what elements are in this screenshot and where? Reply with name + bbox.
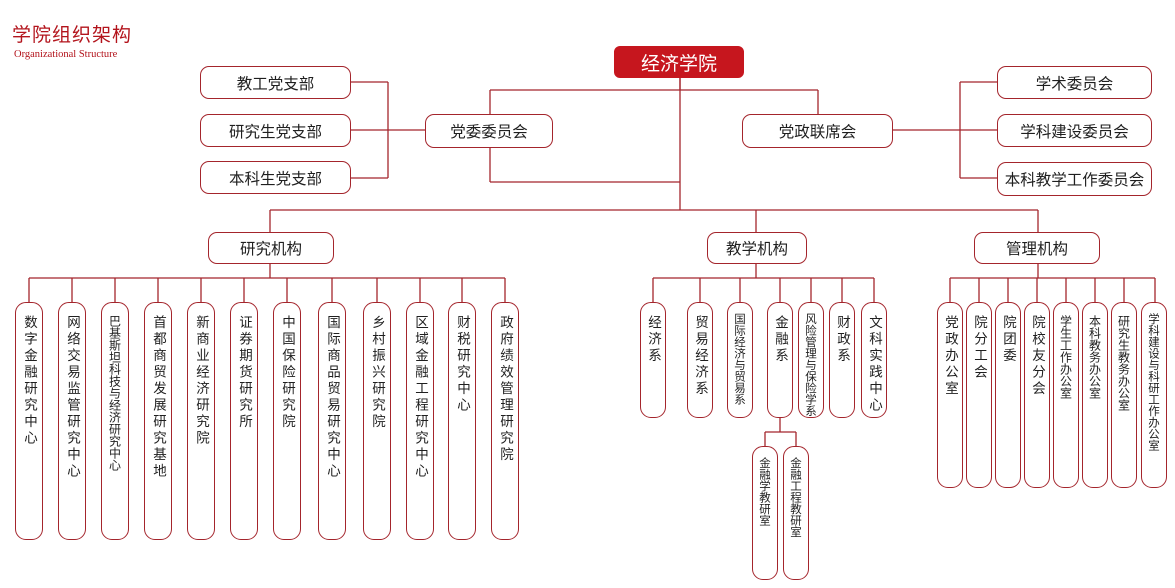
page-title: 学院组织架构 [12,24,133,46]
committee-node-teaching: 本科教学工作委员会 [997,162,1152,196]
committee-node-academic: 学术委员会 [997,66,1152,99]
research-item: 政府绩效管理研究院 [491,302,519,540]
management-item: 本科教务办公室 [1082,302,1108,488]
research-item: 首都商贸发展研究基地 [144,302,172,540]
management-item: 党政办公室 [937,302,963,488]
research-item: 乡村振兴研究院 [363,302,391,540]
teaching-item-finance: 金融系 [767,302,793,418]
research-item: 新商业经济研究院 [187,302,215,540]
branch-node-undergrad: 本科生党支部 [200,161,351,194]
management-institutions-node: 管理机构 [974,232,1100,264]
management-item: 院分工会 [966,302,992,488]
teaching-institutions-node: 教学机构 [707,232,807,264]
management-item: 学生工作办公室 [1053,302,1079,488]
management-item: 学科建设与科研工作办公室 [1141,302,1167,488]
management-item: 院团委 [995,302,1021,488]
finance-sub-item: 金融学教研室 [752,446,778,580]
teaching-item: 风险管理与保险学系 [798,302,824,418]
research-institutions-node: 研究机构 [208,232,334,264]
research-item: 证券期货研究所 [230,302,258,540]
teaching-item: 文科实践中心 [861,302,887,418]
management-item: 研究生教务办公室 [1111,302,1137,488]
joint-meeting-node: 党政联席会 [742,114,893,148]
research-item: 区域金融工程研究中心 [406,302,434,540]
teaching-item: 经济系 [640,302,666,418]
teaching-item: 财政系 [829,302,855,418]
party-committee-node: 党委委员会 [425,114,553,148]
branch-node-staff: 教工党支部 [200,66,351,99]
teaching-item: 贸易经济系 [687,302,713,418]
research-item: 巴基斯坦科技与经济研究中心 [101,302,129,540]
research-item: 数字金融研究中心 [15,302,43,540]
research-item: 中国保险研究院 [273,302,301,540]
research-item: 财税研究中心 [448,302,476,540]
management-item: 院校友分会 [1024,302,1050,488]
branch-node-graduate: 研究生党支部 [200,114,351,147]
page-subtitle: Organizational Structure [14,49,118,60]
committee-node-discipline: 学科建设委员会 [997,114,1152,147]
teaching-item: 国际经济与贸易系 [727,302,753,418]
root-node-college: 经济学院 [614,46,744,78]
research-item: 国际商品贸易研究中心 [318,302,346,540]
finance-sub-item: 金融工程教研室 [783,446,809,580]
research-item: 网络交易监管研究中心 [58,302,86,540]
